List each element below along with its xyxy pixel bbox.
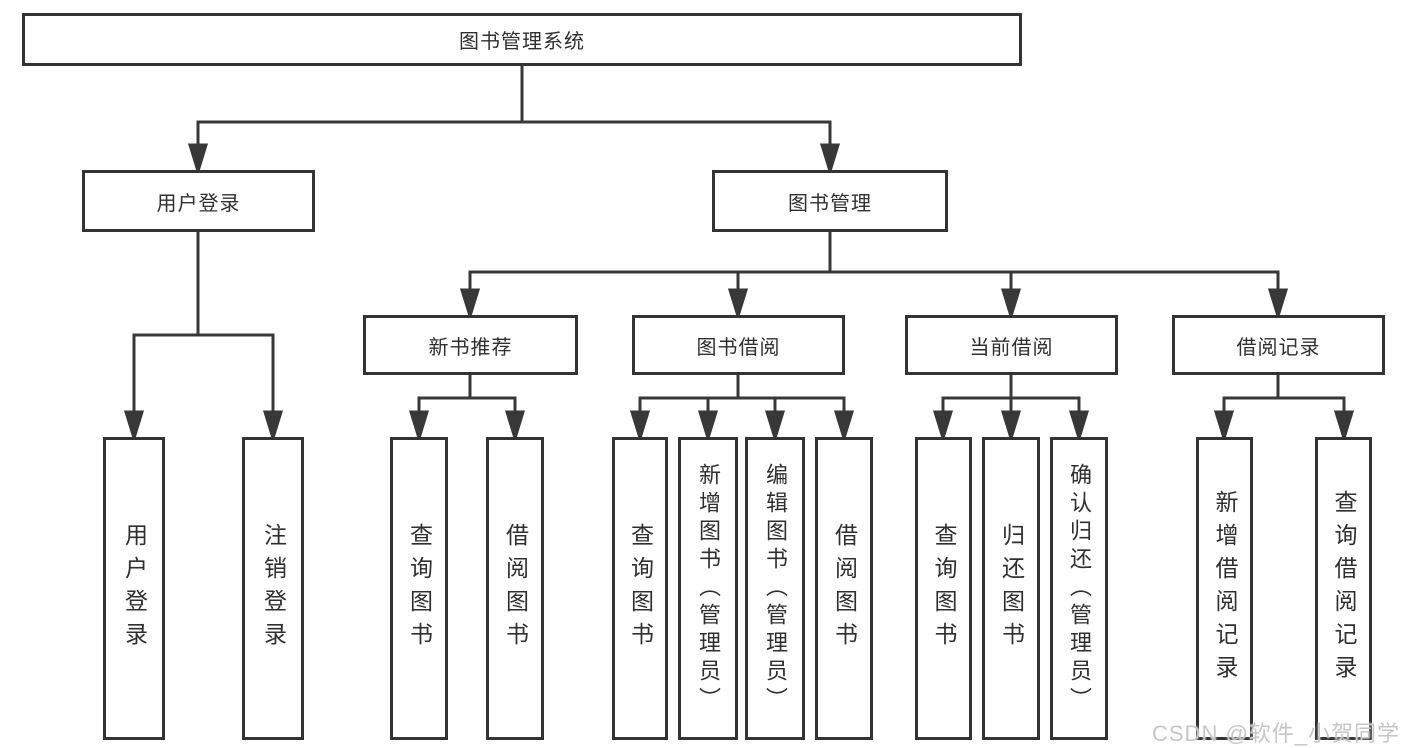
leaf-query-books-borrow: 查询图书 <box>612 437 668 740</box>
node-book-borrow: 图书借阅 <box>632 315 845 375</box>
leaf-confirm-return-admin: 确认归还（管理员） <box>1050 437 1108 740</box>
node-new-book-recommend: 新书推荐 <box>363 315 578 375</box>
leaf-query-books-current: 查询图书 <box>915 437 972 740</box>
leaf-query-borrow-record: 查询借阅记录 <box>1315 437 1372 740</box>
node-borrow-records: 借阅记录 <box>1172 315 1385 375</box>
leaf-add-books-admin: 新增图书（管理员） <box>678 437 738 740</box>
leaf-edit-books-admin: 编辑图书（管理员） <box>745 437 805 740</box>
node-current-borrow: 当前借阅 <box>905 315 1118 375</box>
node-user-login: 用户登录 <box>82 170 315 232</box>
leaf-return-books: 归还图书 <box>982 437 1040 740</box>
leaf-query-books-recommend: 查询图书 <box>390 437 448 740</box>
leaf-borrow-books: 借阅图书 <box>815 437 873 740</box>
leaf-user-login: 用户登录 <box>103 437 165 740</box>
leaf-logout: 注销登录 <box>242 437 304 740</box>
node-book-management: 图书管理 <box>712 170 948 232</box>
csdn-watermark: CSDN @软件_小贺同学 <box>1152 721 1401 746</box>
leaf-add-borrow-record: 新增借阅记录 <box>1196 437 1253 740</box>
node-library-system: 图书管理系统 <box>22 13 1022 66</box>
leaf-borrow-books-recommend: 借阅图书 <box>486 437 544 740</box>
